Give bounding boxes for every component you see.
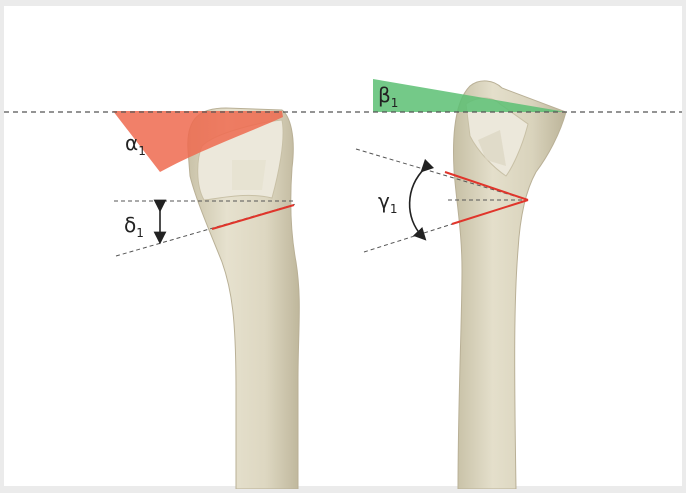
- figure-panel: [4, 6, 682, 486]
